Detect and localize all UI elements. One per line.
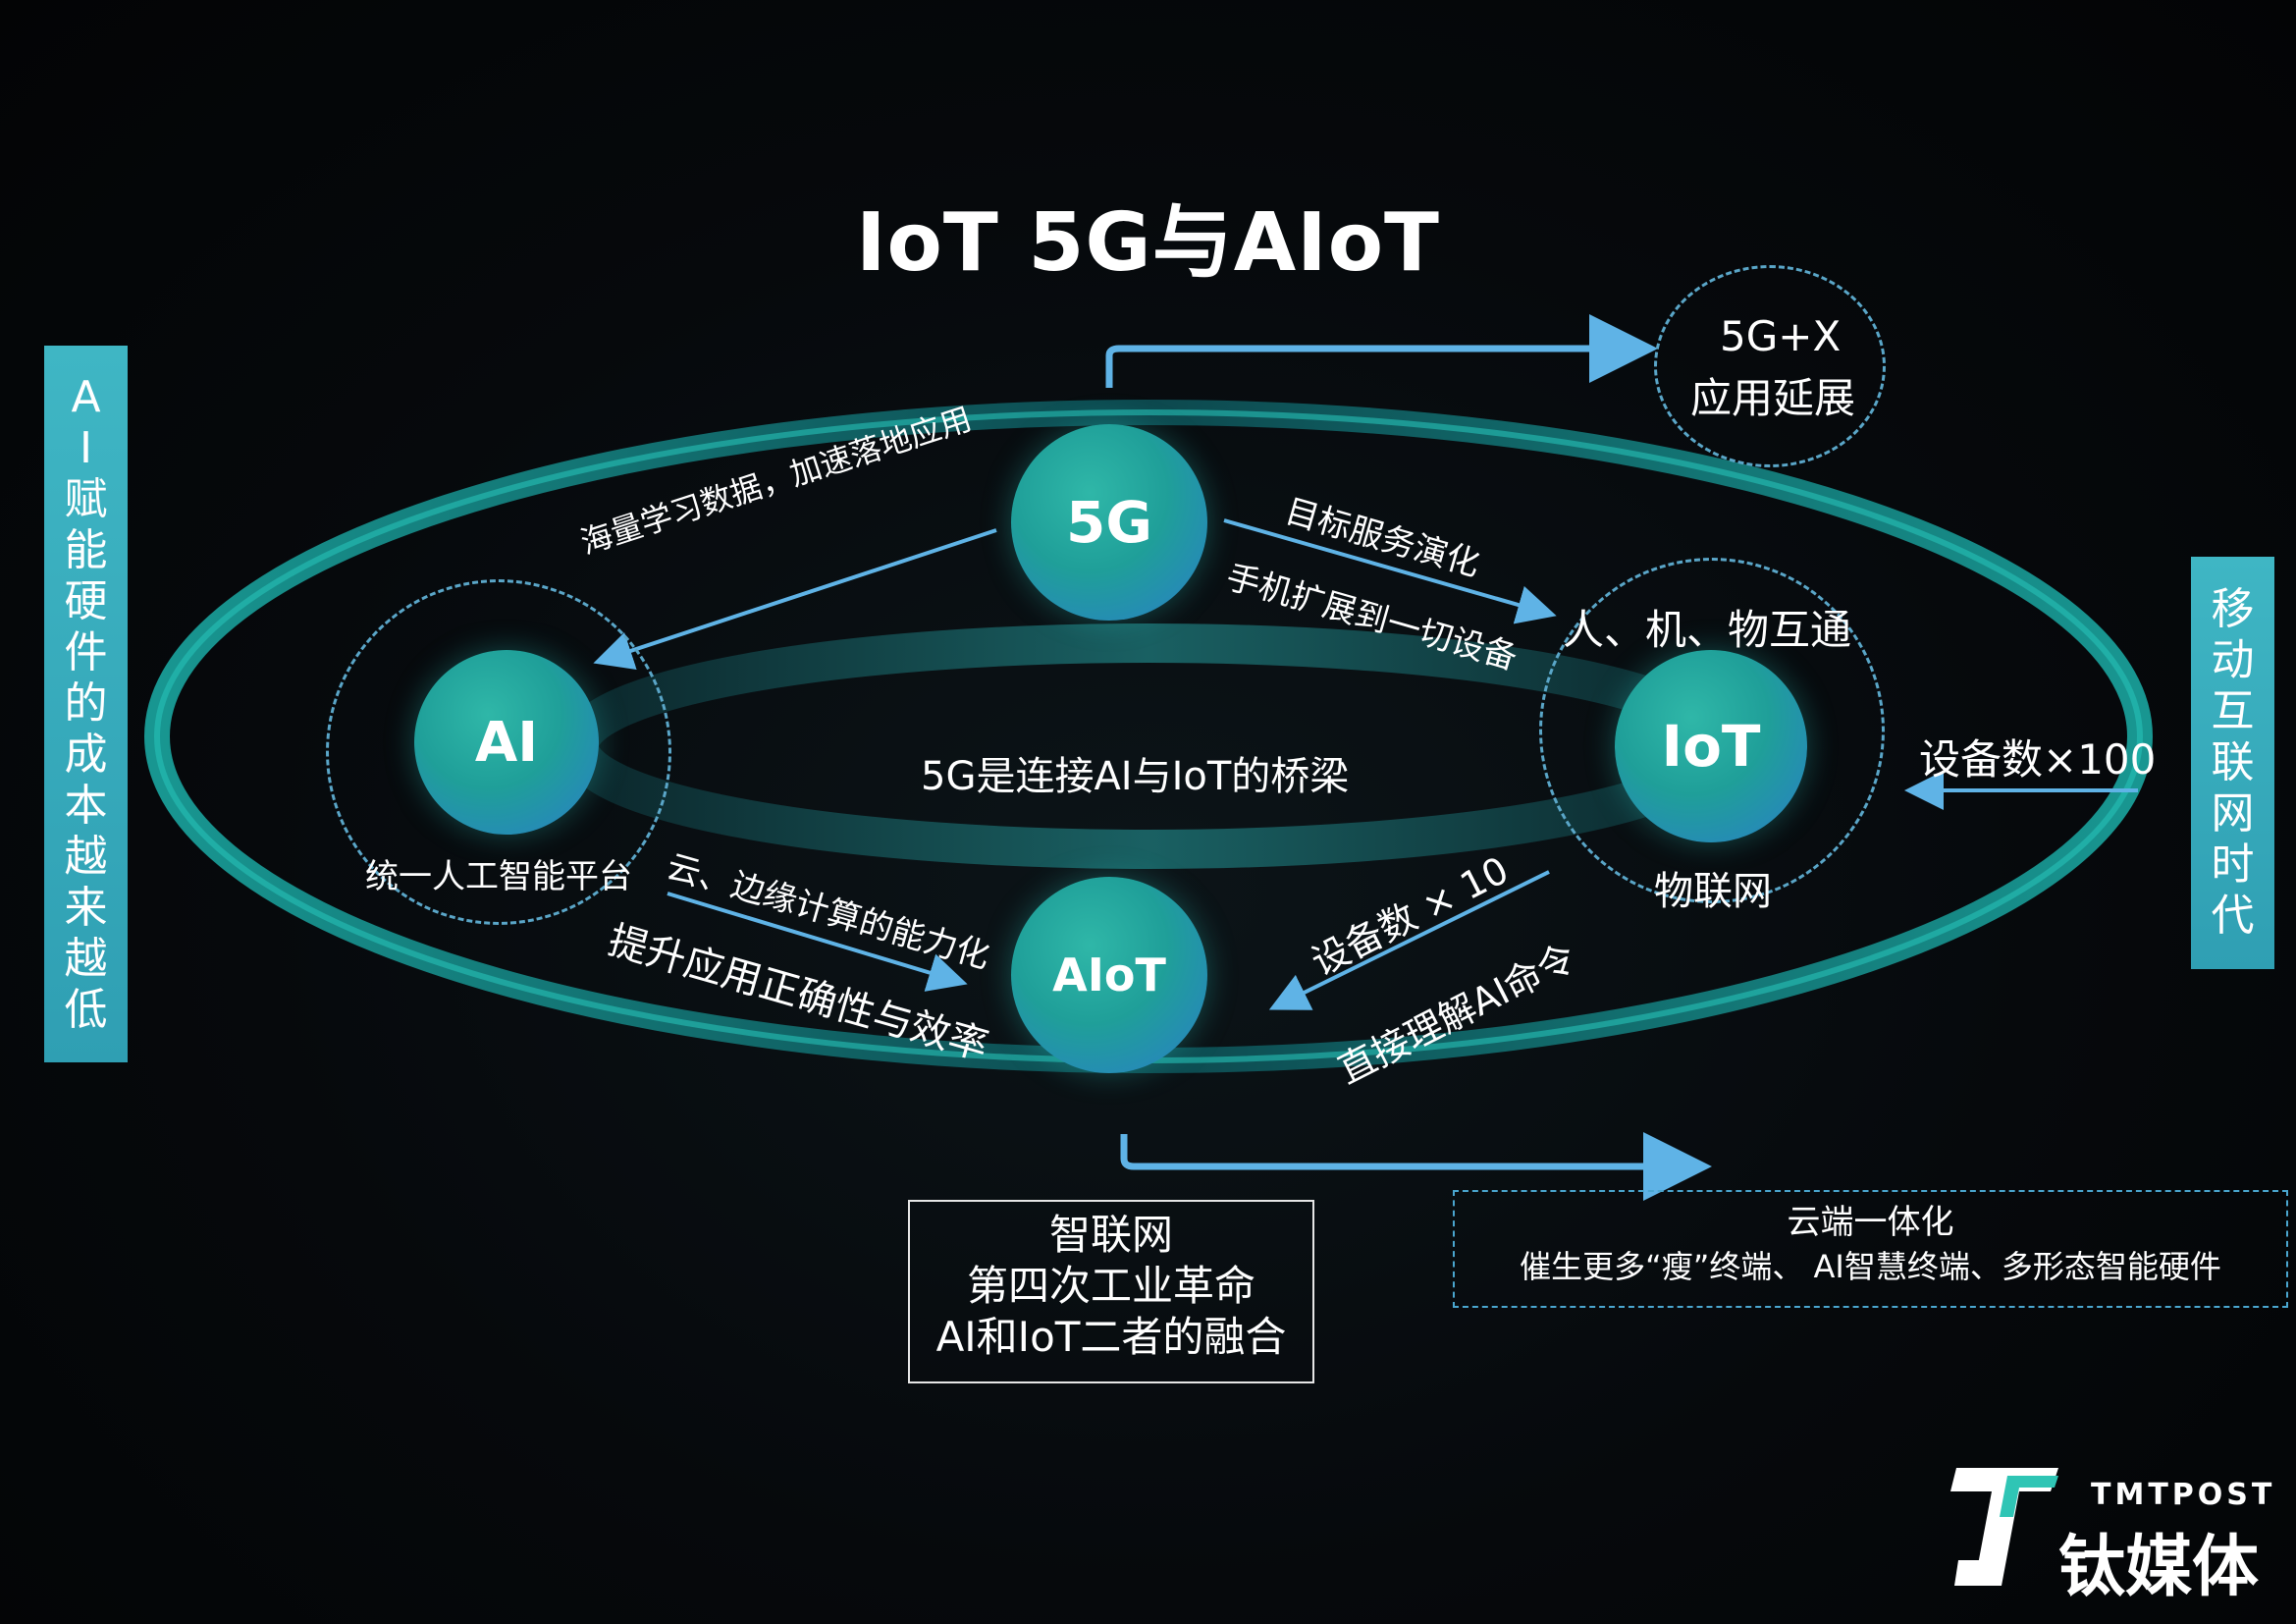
left-vertical-banner: A I 赋 能 硬 件 的 成 本 越 来 越 低 xyxy=(44,346,128,1062)
right-bar-char: 互 xyxy=(2211,686,2255,736)
left-bar-char: I xyxy=(80,423,92,473)
left-bar-char: 的 xyxy=(64,678,108,729)
left-bar-char: 低 xyxy=(64,985,108,1035)
iot-network-label: 物联网 xyxy=(1654,869,1772,914)
node-iot: IoT xyxy=(1615,650,1807,842)
arrow-5g-to-ai xyxy=(593,528,997,670)
left-bar-char: A xyxy=(71,372,101,422)
cloud-integration-box: 云端一体化 催生更多“瘦”终端、 AI智慧终端、多形态智能硬件 xyxy=(1453,1190,2288,1308)
app-ext-dashed-ring xyxy=(1654,265,1886,467)
left-bar-char: 能 xyxy=(64,525,108,575)
page-title: IoT 5G与AIoT xyxy=(856,196,1440,290)
left-bar-char: 成 xyxy=(64,730,108,780)
arrow-aiot-to-cloud xyxy=(1120,1132,1712,1201)
ai-platform-label: 统一人工智能平台 xyxy=(365,857,632,896)
left-bar-char: 赋 xyxy=(64,474,108,524)
node-5g: 5G xyxy=(1011,424,1207,621)
arrow-5g-to-x xyxy=(1105,314,1658,388)
brand-cn: 钛媒体 xyxy=(2058,1529,2260,1606)
left-bar-char: 越 xyxy=(64,934,108,984)
brand-en: TMTPOST xyxy=(2091,1478,2276,1512)
device-count-100-label: 设备数×100 xyxy=(1919,735,2157,784)
bridge-label: 5G是连接AI与IoT的桥梁 xyxy=(921,754,1350,799)
smart-network-box: 智联网 第四次工业革命 AI和IoT二者的融合 xyxy=(908,1200,1314,1383)
smart-network-line-1: 智联网 xyxy=(1048,1211,1173,1259)
right-bar-char: 动 xyxy=(2211,635,2255,685)
smart-network-line-2: 第四次工业革命 xyxy=(966,1262,1255,1310)
app-ext-line-1: 5G+X xyxy=(1720,312,1842,360)
iot-dashed-ring xyxy=(1539,558,1885,903)
app-ext-line-2: 应用延展 xyxy=(1690,374,1856,422)
left-bar-char: 本 xyxy=(64,781,108,831)
tmtpost-logo-icon xyxy=(1950,1468,2058,1586)
ai-dashed-ring xyxy=(326,579,671,925)
arrow-ai-to-aiot xyxy=(667,892,968,992)
left-bar-char: 件 xyxy=(64,627,108,677)
node-ai: AI xyxy=(414,650,599,835)
left-bar-char: 来 xyxy=(64,883,108,933)
right-bar-char: 网 xyxy=(2211,788,2255,839)
right-bar-char: 时 xyxy=(2211,839,2255,890)
right-vertical-banner: 移 动 互 联 网 时 代 xyxy=(2191,557,2274,969)
left-bar-char: 硬 xyxy=(64,576,108,626)
smart-network-line-3: AI和IoT二者的融合 xyxy=(935,1313,1287,1361)
node-aiot: AIoT xyxy=(1011,877,1207,1073)
cloud-box-line-2: 催生更多“瘦”终端、 AI智慧终端、多形态智能硬件 xyxy=(1520,1248,2221,1285)
right-bar-char: 移 xyxy=(2211,584,2255,634)
left-bar-char: 越 xyxy=(64,832,108,882)
cloud-box-line-1: 云端一体化 xyxy=(1787,1203,1954,1242)
arrow-iot-to-aiot xyxy=(1268,870,1550,1010)
brand-logo: TMTPOST 钛媒体 xyxy=(1949,1458,2271,1606)
right-bar-char: 代 xyxy=(2211,891,2255,941)
right-bar-char: 联 xyxy=(2211,737,2255,787)
arrow-5g-to-iot xyxy=(1223,518,1557,624)
interconnect-label: 人、机、物互通 xyxy=(1563,606,1852,654)
